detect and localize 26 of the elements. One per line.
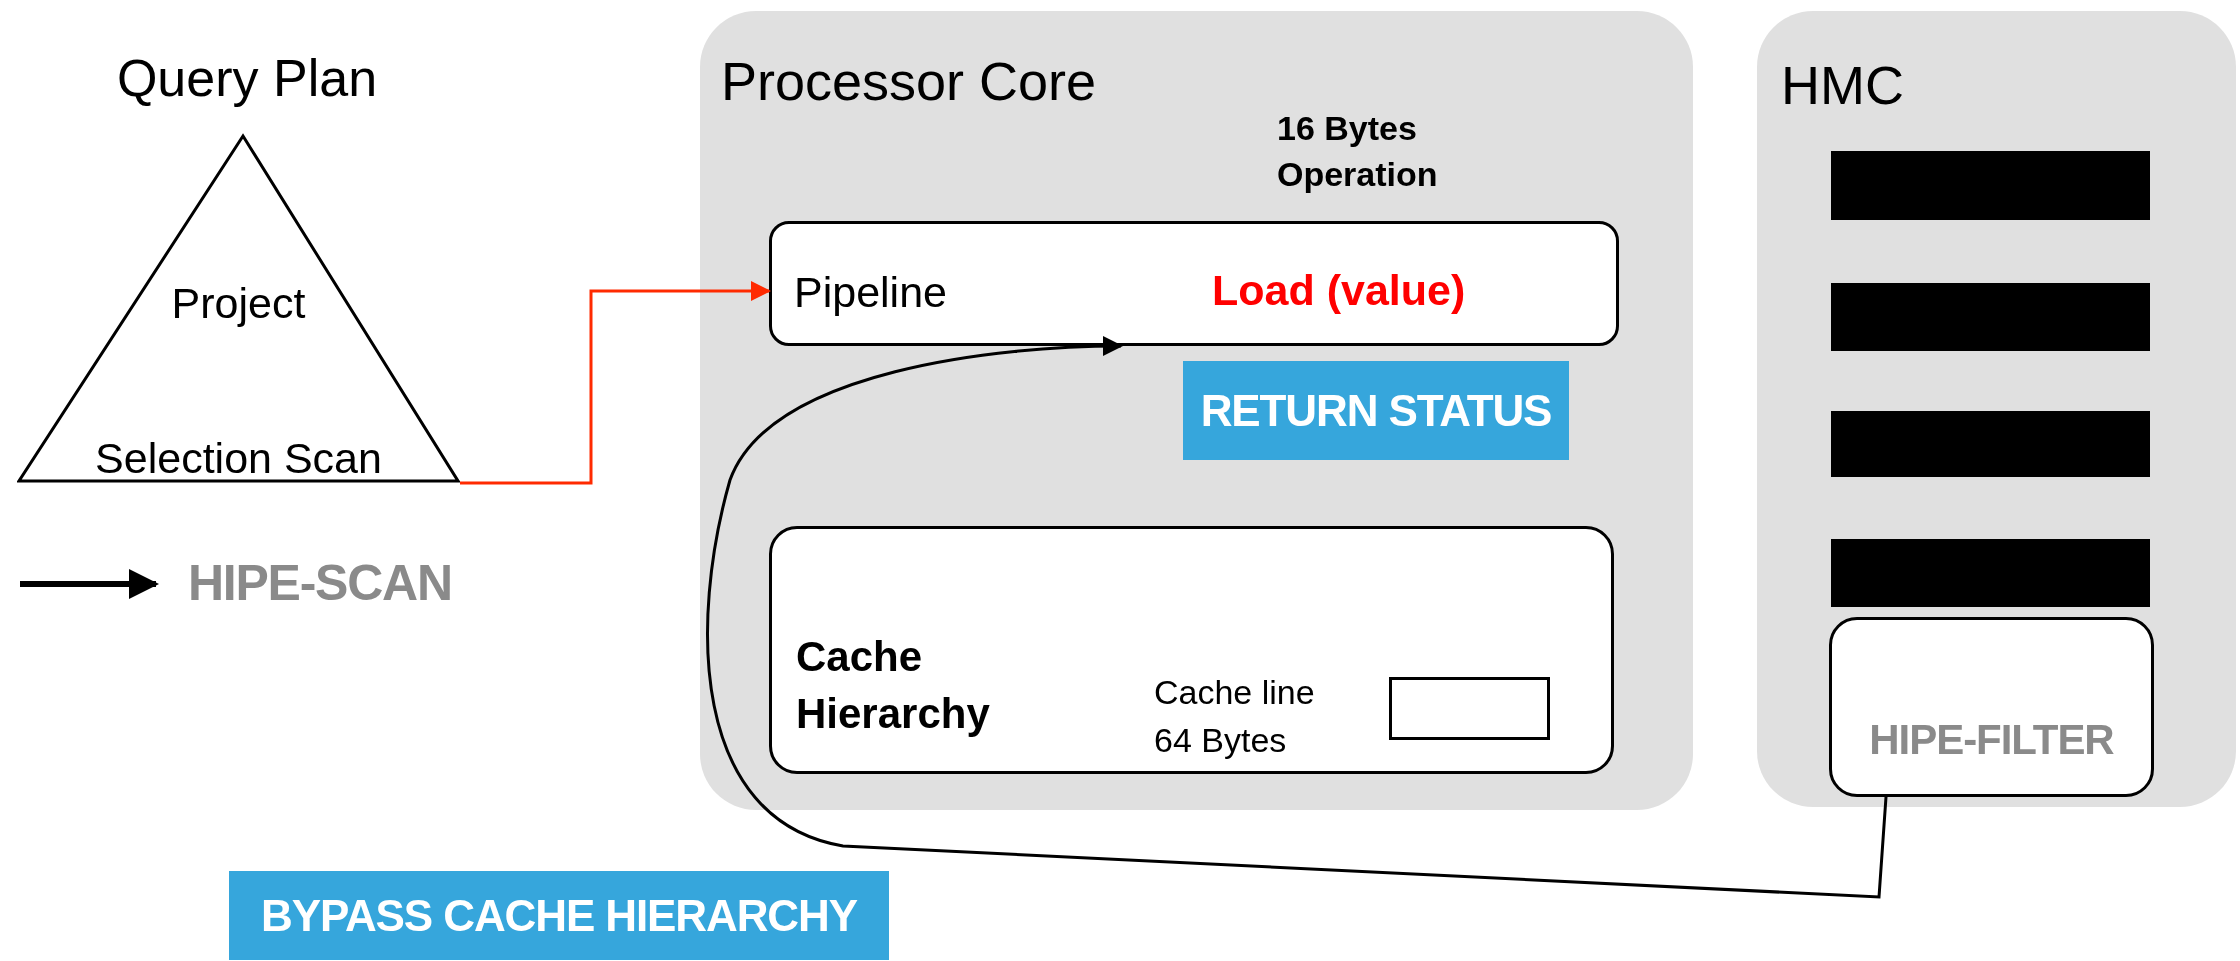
node-title: Query Plan	[115, 48, 379, 109]
cache-box	[769, 526, 1614, 774]
legend-label: HIPE-SCAN	[188, 554, 452, 613]
node-text: Selection Scan	[94, 433, 383, 484]
memory-bar	[1831, 411, 2150, 477]
label-tag	[229, 871, 889, 960]
panel	[1757, 11, 2236, 807]
panel-title: HMC	[1781, 54, 1904, 117]
arrow	[706, 336, 1888, 899]
panel	[700, 11, 1693, 810]
box-label: Cache Hierarchy	[796, 632, 991, 739]
operation-label: Load (value)	[1212, 265, 1466, 316]
box-label: Pipeline	[794, 267, 947, 318]
memory-bar	[1831, 151, 2150, 220]
cache-line-label: Cache line 64 Bytes	[1154, 672, 1316, 761]
tag-text: BYPASS CACHE HIERARCHY	[261, 889, 857, 942]
node-text: Project	[170, 278, 307, 329]
tag-text: RETURN STATUS	[1200, 384, 1552, 437]
annotation-text: 16 Bytes Operation	[1277, 108, 1439, 195]
status-tag	[1183, 361, 1569, 460]
panel-title: Processor Core	[721, 50, 1097, 113]
box-label: HIPE-FILTER	[1868, 715, 2115, 765]
filter-box	[1829, 617, 2154, 797]
memory-bar	[1831, 283, 2150, 351]
memory-bar	[1831, 539, 2150, 607]
arrow	[460, 281, 771, 485]
